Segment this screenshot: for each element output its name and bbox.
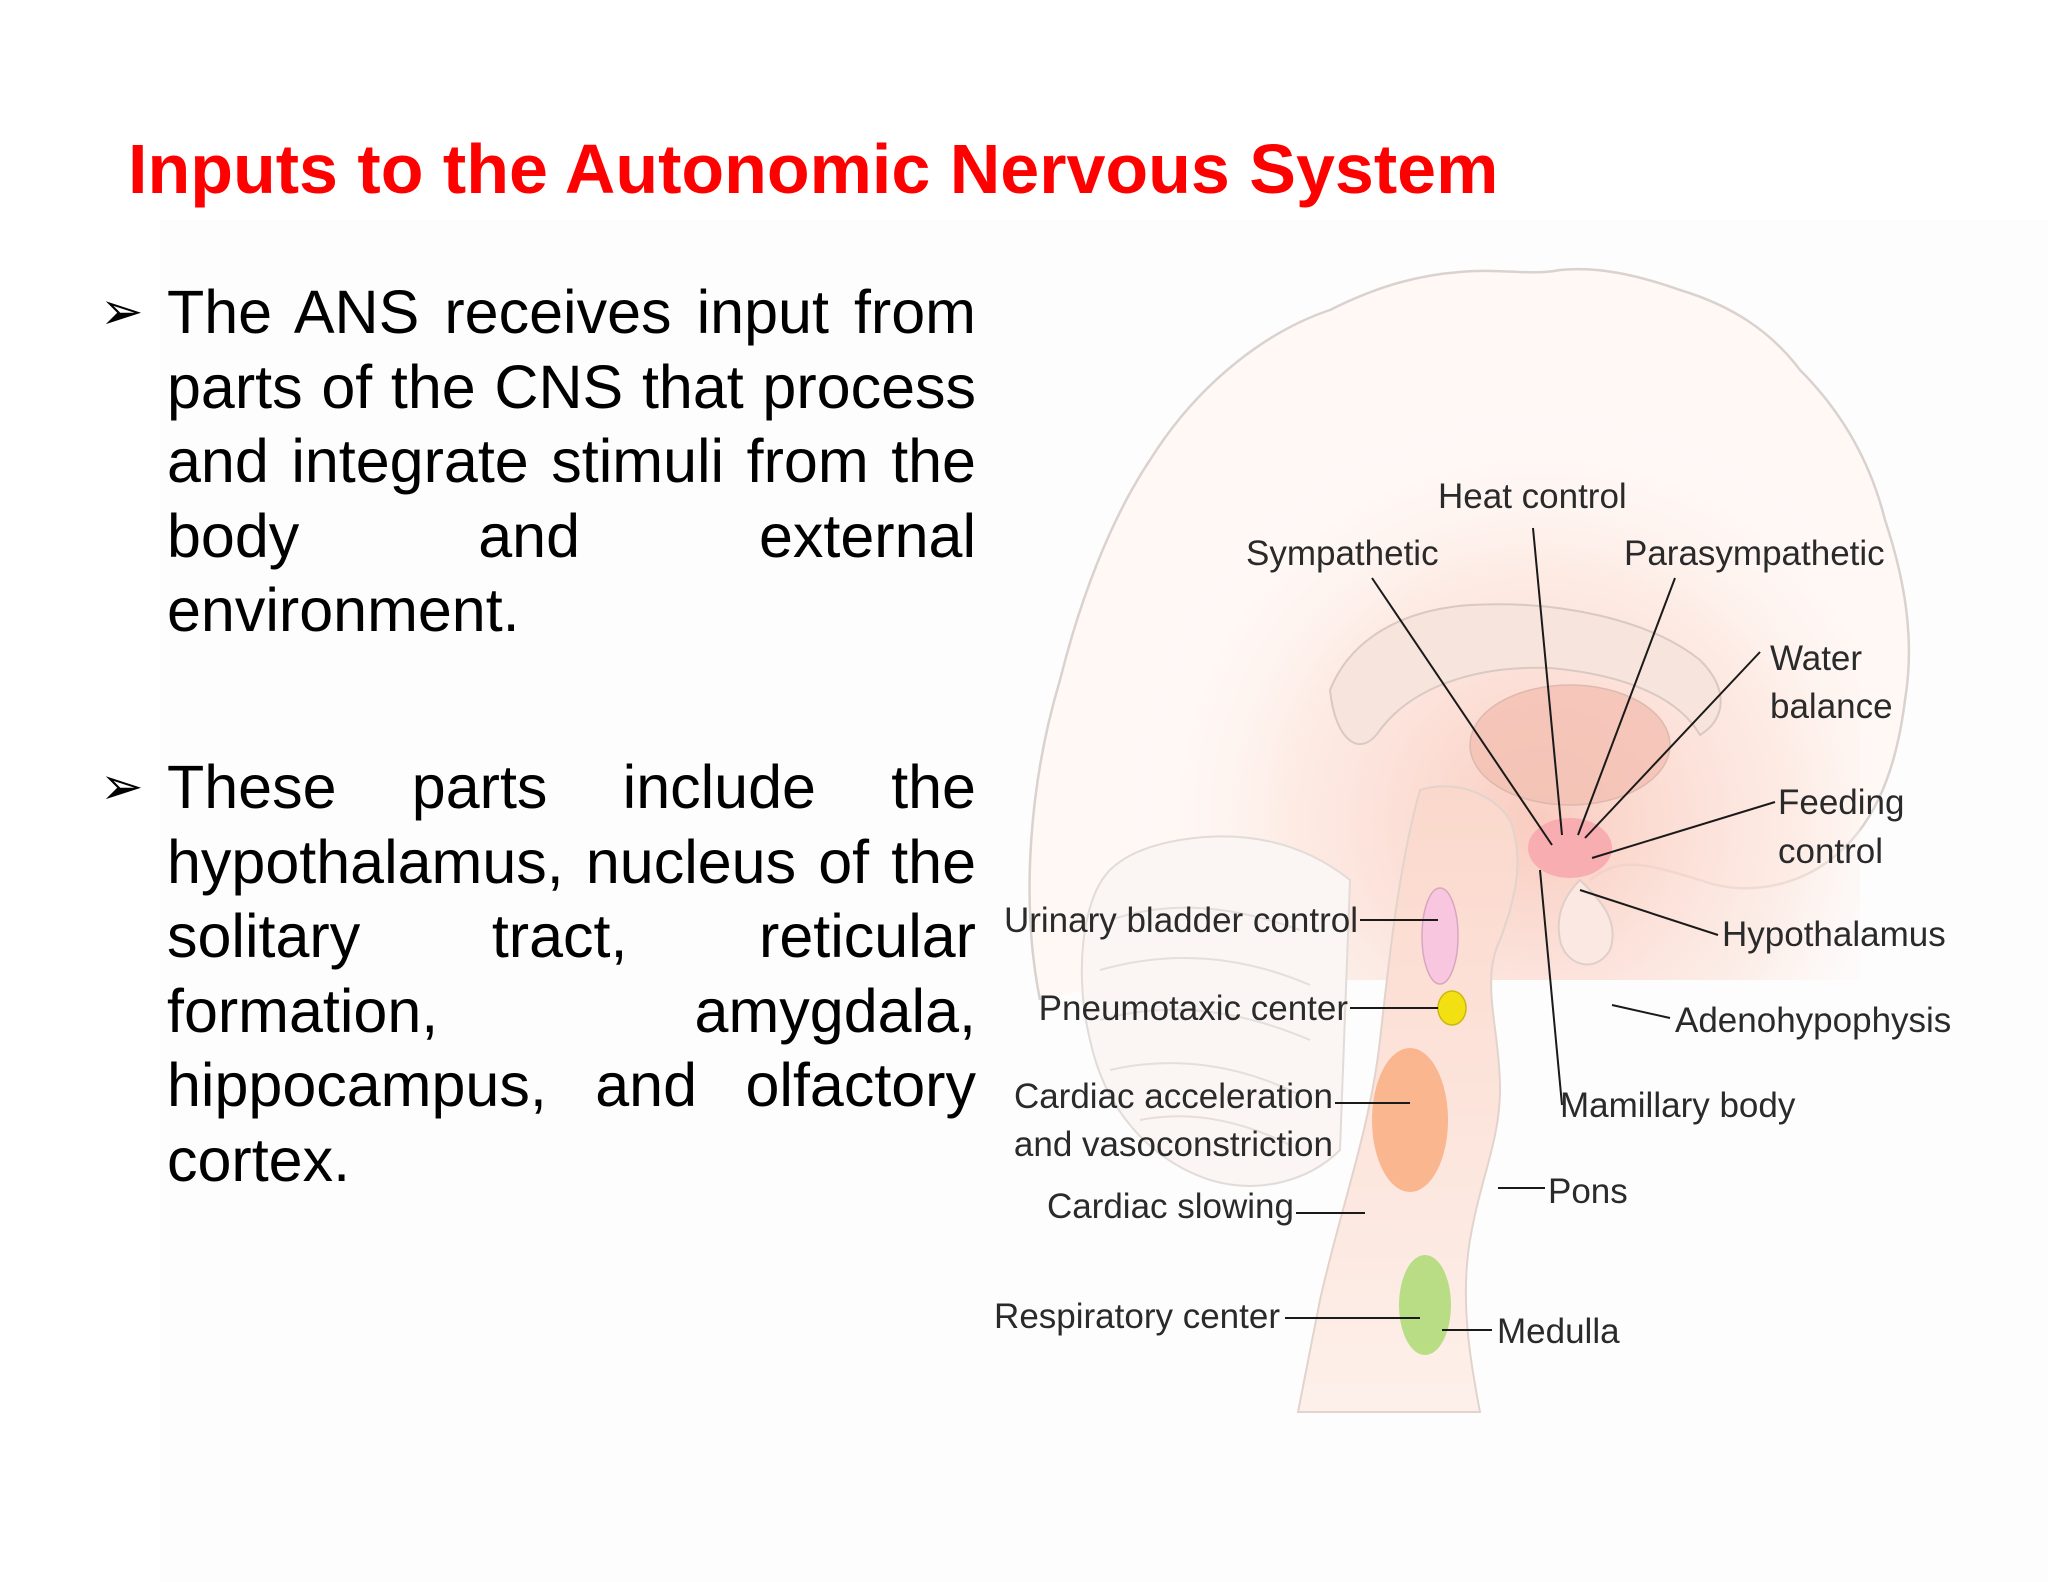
urinary-bladder-center — [1421, 887, 1459, 985]
slide-title: Inputs to the Autonomic Nervous System — [128, 130, 1499, 208]
label-feeding-line2: control — [1778, 832, 1883, 871]
label-pons: Pons — [1548, 1172, 1628, 1211]
corpus-callosum — [1328, 603, 1722, 745]
bullet-text-1: The ANS receives input from parts of the… — [167, 278, 976, 644]
pituitary-gland — [1557, 878, 1614, 966]
label-cardiac-accel-line2: and vasoconstriction — [1014, 1125, 1333, 1164]
label-medulla: Medulla — [1497, 1312, 1620, 1351]
label-cardiac-slowing: Cardiac slowing — [1047, 1187, 1294, 1226]
arrow-bullet-icon: ➢ — [100, 283, 144, 341]
label-pneumotaxic: Pneumotaxic center — [1039, 989, 1349, 1028]
label-feeding-line1: Feeding — [1778, 783, 1904, 822]
label-water-line1: Water — [1770, 639, 1862, 678]
label-heat-control: Heat control — [1438, 477, 1627, 516]
label-hypothalamus: Hypothalamus — [1722, 915, 1946, 954]
label-respiratory: Respiratory center — [994, 1297, 1280, 1336]
pneumotaxic-center — [1437, 990, 1467, 1026]
label-water-line2: balance — [1770, 687, 1893, 726]
label-parasympathetic: Parasympathetic — [1624, 534, 1885, 573]
bullet-point-2: ➢ These parts include the hypothalamus, … — [100, 750, 976, 1197]
respiratory-center — [1399, 1255, 1451, 1355]
label-adenohypophysis: Adenohypophysis — [1675, 1001, 1951, 1040]
arrow-bullet-icon: ➢ — [100, 758, 144, 816]
label-mamillary-body: Mamillary body — [1560, 1086, 1796, 1125]
cardiac-center — [1372, 1048, 1448, 1192]
cerebellum — [1080, 835, 1352, 1187]
label-sympathetic: Sympathetic — [1246, 534, 1439, 573]
bullet-text-2: These parts include the hypothalamus, nu… — [167, 753, 976, 1194]
thalamus — [1469, 684, 1671, 806]
label-cardiac-accel-line1: Cardiac acceleration — [1014, 1077, 1333, 1116]
label-urinary-bladder: Urinary bladder control — [1004, 901, 1358, 940]
bullet-point-1: ➢ The ANS receives input from parts of t… — [100, 275, 976, 648]
leader-lines — [1285, 527, 1776, 1331]
